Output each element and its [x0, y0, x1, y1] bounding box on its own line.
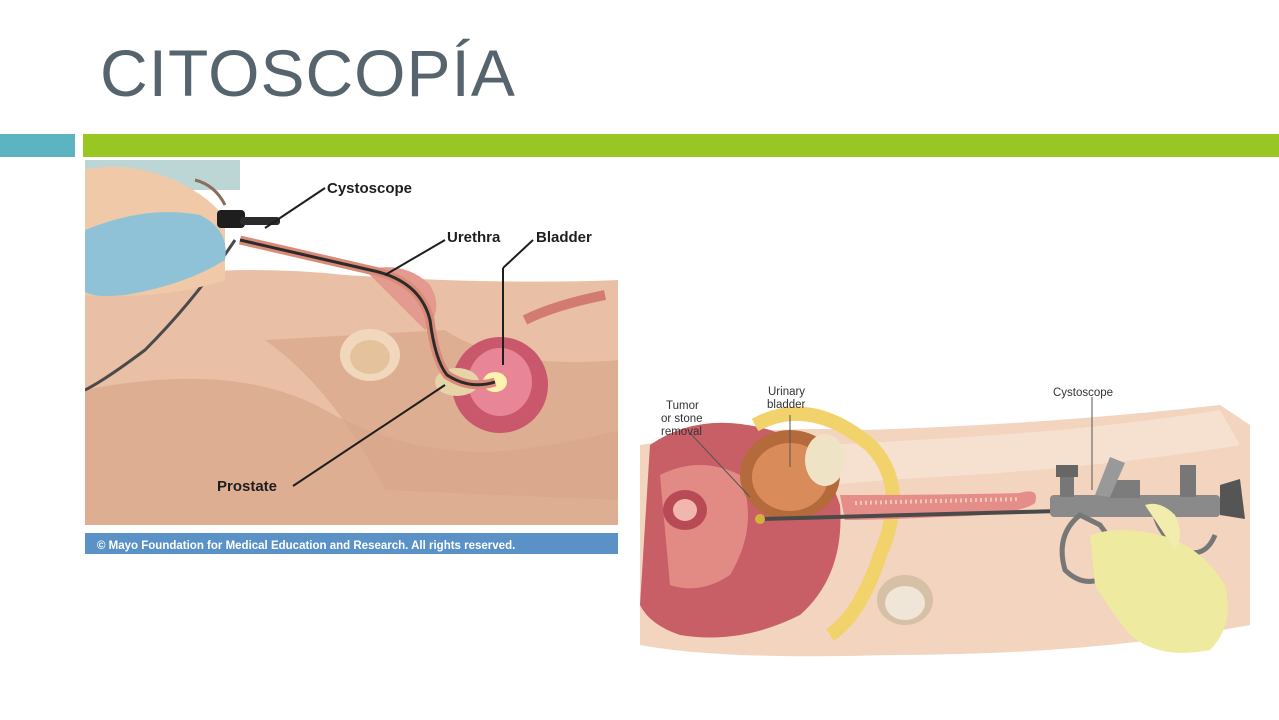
label-cystoscope-2: Cystoscope [1053, 387, 1113, 399]
slide-title: CITOSCOPÍA [100, 36, 516, 110]
cystoscopy-tumor-removal-illustration: Urinary bladder Tumor or stone removal C… [640, 385, 1260, 667]
label-bladder: Bladder [536, 229, 592, 246]
copyright-caption: © Mayo Foundation for Medical Education … [97, 540, 515, 552]
accent-bar-green [83, 134, 1279, 157]
label-tumor: Tumor [666, 400, 699, 412]
cystoscopy-illustration-mayo: Cystoscope Urethra Bladder Prostate © Ma… [85, 160, 618, 554]
label-urinary: Urinary [768, 386, 805, 398]
label-cystoscope: Cystoscope [327, 180, 412, 197]
label-or-stone: or stone [661, 413, 703, 425]
label-urethra: Urethra [447, 229, 501, 246]
accent-bar-teal [0, 134, 75, 157]
label-prostate: Prostate [217, 478, 277, 495]
label-removal: removal [661, 426, 702, 438]
label-bladder-2: bladder [767, 399, 806, 411]
